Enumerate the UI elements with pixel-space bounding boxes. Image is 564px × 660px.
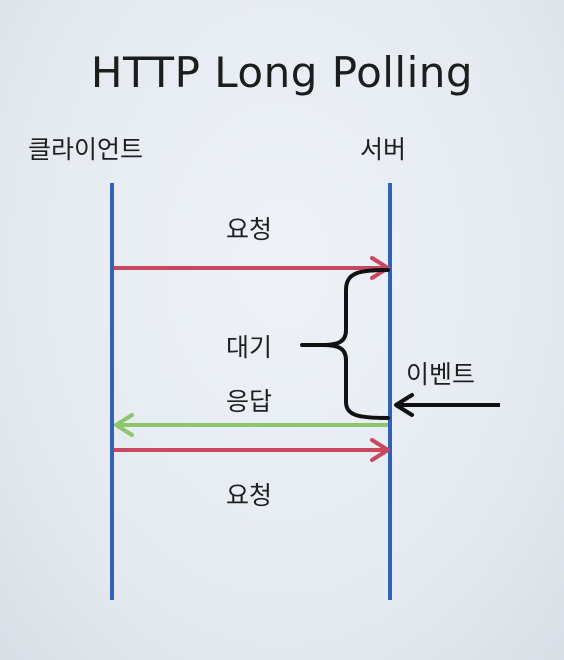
diagram-title: HTTP Long Polling [90,48,474,97]
wait-bracket [300,268,390,420]
client-lane-label: 클라이언트 [28,135,144,164]
request-label-1: 요청 [226,215,273,244]
response-arrow [114,413,388,437]
event-label: 이벤트 [406,360,476,389]
request-label-2: 요청 [226,481,273,510]
request-arrow-2 [114,438,390,462]
event-arrow [394,393,500,417]
request-arrow-1 [114,256,390,280]
response-label: 응답 [226,387,273,416]
wait-label: 대기 [226,333,273,362]
server-lane-label: 서버 [360,135,407,164]
